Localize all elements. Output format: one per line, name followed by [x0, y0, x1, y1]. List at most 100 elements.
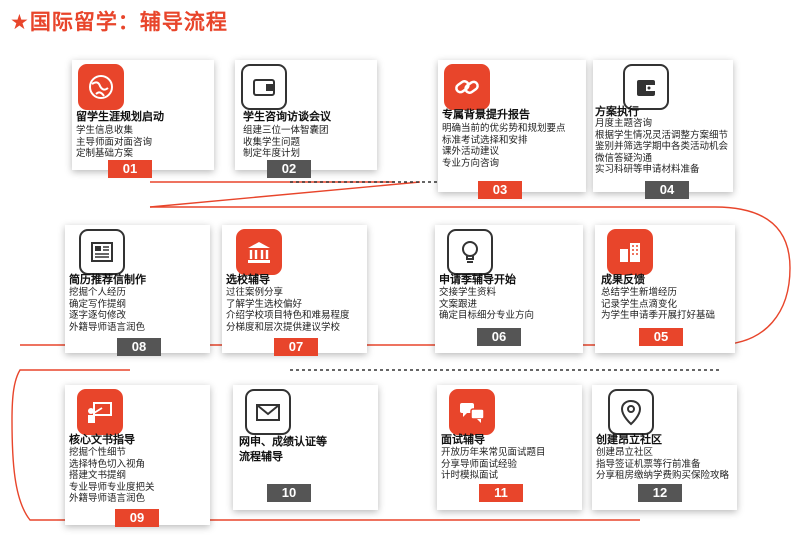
step-line: 搭建文书提纲 — [69, 470, 127, 482]
step-line: 学生信息收集 — [76, 125, 134, 136]
step-title: 简历推荐信制作 — [69, 273, 146, 286]
chat-icon — [449, 389, 495, 435]
envelope-icon — [245, 389, 291, 435]
step-line: 分享导师面试经验 — [441, 458, 518, 470]
step-card-03: 专属背景提升报告 明确当前的优劣势和规划要点标准考试选择和安排课外活动建议专业方… — [438, 60, 586, 199]
step-line: 分梯度和层次提供建议学校 — [226, 321, 341, 333]
step-line: 课外活动建议 — [442, 146, 500, 158]
step-line: 选择特色切入视角 — [69, 458, 146, 470]
link-icon — [444, 64, 490, 110]
step-line: 创建昂立社区 — [596, 447, 654, 458]
presentation-icon — [77, 389, 123, 435]
step-line: 计时模拟面试 — [441, 470, 499, 482]
step-line: 挖掘个人经历 — [69, 287, 127, 298]
step-title: 面试辅导 — [441, 433, 485, 446]
step-line: 根据学生情况灵活调整方案细节 — [595, 129, 729, 141]
step-line: 微信答疑沟通 — [595, 152, 653, 164]
step-line: 过往案例分享 — [226, 287, 284, 298]
step-card-12: 创建昂立社区 创建昂立社区指导签证机票等行前准备分享租房缴纳学费购买保险攻略 1… — [592, 385, 737, 510]
step-lines: 月度主题咨询根据学生情况灵活调整方案细节鉴别并筛选学期中各类活动机会微信答疑沟通… — [595, 118, 728, 176]
step-number: 10 — [267, 484, 311, 502]
step-line: 外籍导师语言润色 — [69, 493, 146, 505]
step-number: 06 — [477, 328, 521, 346]
step-title: 学生咨询访谈会议 — [243, 110, 331, 123]
step-line: 交接学生资料 — [439, 287, 497, 298]
step-title: 成果反馈 — [601, 273, 645, 286]
step-lines: 交接学生资料文案跟进确定目标细分专业方向 — [439, 287, 534, 322]
step-line: 为学生申请季开展打好基础 — [601, 310, 716, 322]
step-line: 鉴别并筛选学期中各类活动机会 — [595, 141, 729, 153]
step-card-05: 成果反馈 总结学生新增经历记录学生点滴变化为学生申请季开展打好基础 05 — [595, 225, 735, 353]
step-line: 总结学生新增经历 — [601, 287, 678, 298]
step-lines: 过往案例分享了解学生选校偏好介绍学校项目特色和难易程度分梯度和层次提供建议学校 — [226, 287, 350, 333]
newspaper-icon — [79, 229, 125, 275]
step-line: 确定目标细分专业方向 — [439, 310, 535, 322]
step-line: 指导签证机票等行前准备 — [596, 458, 701, 470]
buildings-icon — [607, 229, 653, 275]
step-number: 11 — [479, 484, 523, 502]
step-title-line-1: 网申、成绩认证等 — [239, 435, 327, 448]
step-line: 文案跟进 — [439, 298, 478, 310]
step-line: 实习科研等申请材料准备 — [595, 164, 700, 176]
step-card-02: 学生咨询访谈会议 组建三位一体智囊团收集学生问题制定年度计划 02 — [235, 60, 377, 178]
step-line: 逐字逐句修改 — [69, 310, 127, 322]
step-card-06: 申请季辅导开始 交接学生资料文案跟进确定目标细分专业方向 06 — [435, 225, 583, 353]
step-number: 03 — [478, 181, 522, 199]
step-line: 了解学生选校偏好 — [226, 298, 303, 310]
step-line: 记录学生点滴变化 — [601, 298, 678, 310]
page-title: ★国际留学：辅导流程 — [10, 10, 228, 34]
step-line: 专业导师专业度把关 — [69, 481, 155, 493]
step-card-04: 方案执行 月度主题咨询根据学生情况灵活调整方案细节鉴别并筛选学期中各类活动机会微… — [593, 60, 733, 199]
step-title: 方案执行 — [595, 105, 639, 118]
step-number: 09 — [115, 509, 159, 527]
step-line: 标准考试选择和安排 — [442, 134, 528, 146]
location-pin-icon — [608, 389, 654, 435]
step-number: 04 — [645, 181, 689, 199]
step-lines: 开放历年来常见面试题目分享导师面试经验计时模拟面试 — [441, 447, 546, 482]
step-lines: 学生信息收集主导师面对面咨询定制基础方案 — [76, 125, 152, 160]
step-title: 选校辅导 — [226, 273, 270, 286]
step-line: 开放历年来常见面试题目 — [441, 447, 546, 458]
step-number: 05 — [639, 328, 683, 346]
step-lines: 挖掘个性细节选择特色切入视角搭建文书提纲专业导师专业度把关外籍导师语言润色 — [69, 447, 155, 505]
university-icon — [236, 229, 282, 275]
step-title: 申请季辅导开始 — [439, 273, 516, 286]
step-number: 07 — [274, 338, 318, 356]
step-card-08: 简历推荐信制作 挖掘个人经历确定写作提纲逐字逐句修改外籍导师语言润色 08 — [65, 225, 210, 356]
step-line: 明确当前的优劣势和规划要点 — [442, 123, 566, 134]
step-number: 12 — [638, 484, 682, 502]
step-card-11: 面试辅导 开放历年来常见面试题目分享导师面试经验计时模拟面试 11 — [437, 385, 582, 510]
step-number: 01 — [108, 160, 152, 178]
step-title: 核心文书指导 — [69, 433, 135, 446]
step-title: 留学生涯规划启动 — [76, 110, 164, 123]
step-number: 08 — [117, 338, 161, 356]
step-line: 月度主题咨询 — [595, 118, 653, 129]
step-card-07: 选校辅导 过往案例分享了解学生选校偏好介绍学校项目特色和难易程度分梯度和层次提供… — [222, 225, 367, 356]
step-line: 主导师面对面咨询 — [76, 136, 153, 148]
step-title: 专属背景提升报告 — [442, 108, 530, 121]
step-line: 外籍导师语言润色 — [69, 321, 146, 333]
step-line: 收集学生问题 — [243, 136, 301, 148]
step-card-10: 网申、成绩认证等 流程辅导 10 — [233, 385, 378, 510]
step-lines: 挖掘个人经历确定写作提纲逐字逐句修改外籍导师语言润色 — [69, 287, 145, 333]
step-lines: 创建昂立社区指导签证机票等行前准备分享租房缴纳学费购买保险攻略 — [596, 447, 729, 482]
lightbulb-icon — [447, 229, 493, 275]
step-title-line-2: 流程辅导 — [239, 450, 283, 463]
step-line: 定制基础方案 — [76, 148, 134, 160]
step-lines: 明确当前的优劣势和规划要点标准考试选择和安排课外活动建议专业方向咨询 — [442, 123, 566, 169]
step-card-09: 核心文书指导 挖掘个性细节选择特色切入视角搭建文书提纲专业导师专业度把关外籍导师… — [65, 385, 210, 527]
step-title: 创建昂立社区 — [596, 433, 662, 446]
step-line: 专业方向咨询 — [442, 157, 500, 169]
step-lines: 组建三位一体智囊团收集学生问题制定年度计划 — [243, 125, 329, 160]
step-line: 组建三位一体智囊团 — [243, 125, 329, 136]
step-line: 确定写作提纲 — [69, 298, 127, 310]
globe-icon — [78, 64, 124, 110]
purse-icon — [623, 64, 669, 110]
step-line: 制定年度计划 — [243, 148, 301, 160]
wallet-icon — [241, 64, 287, 110]
step-line: 分享租房缴纳学费购买保险攻略 — [596, 470, 730, 482]
step-card-01: 留学生涯规划启动 学生信息收集主导师面对面咨询定制基础方案 01 — [72, 60, 214, 178]
step-line: 挖掘个性细节 — [69, 447, 127, 458]
step-line: 介绍学校项目特色和难易程度 — [226, 310, 350, 322]
